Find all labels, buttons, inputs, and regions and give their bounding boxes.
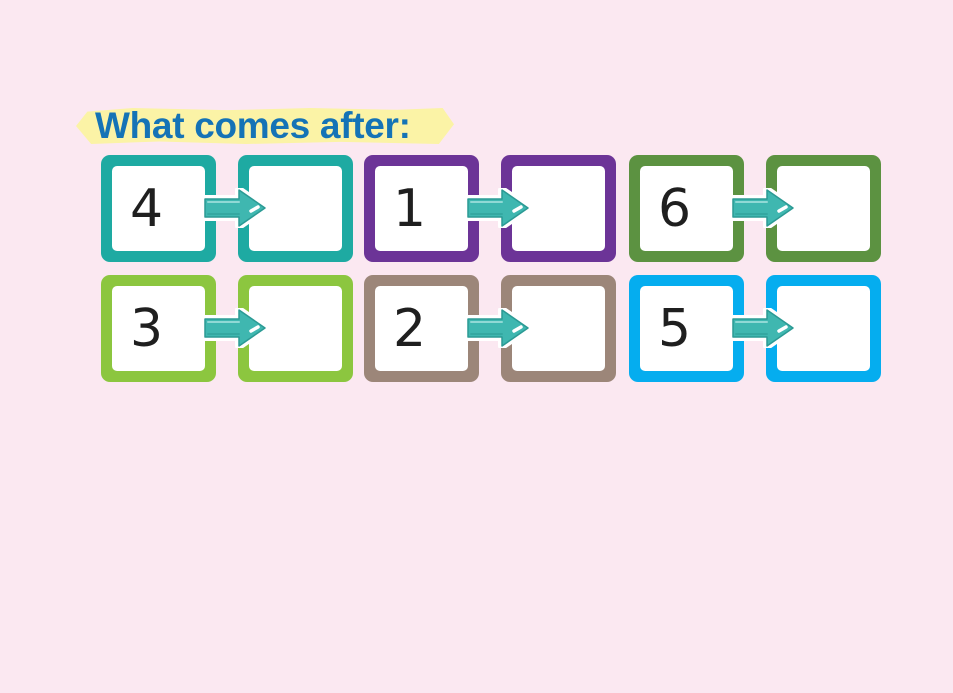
sequence-pair: 3 — [101, 275, 353, 382]
right-arrow-icon — [201, 188, 269, 228]
sequence-pair: 6 — [629, 155, 881, 262]
given-number: 6 — [658, 178, 692, 239]
card-face: 2 — [375, 286, 468, 371]
title-highlight — [76, 108, 454, 144]
right-arrow-icon — [464, 308, 532, 348]
given-number-card: 4 — [101, 155, 216, 262]
sequence-pair: 4 — [101, 155, 353, 262]
given-number: 5 — [658, 298, 692, 359]
sequence-pair: 5 — [629, 275, 881, 382]
given-number-card: 3 — [101, 275, 216, 382]
title-area: What comes after: — [76, 104, 456, 148]
given-number-card: 5 — [629, 275, 744, 382]
given-number-card: 1 — [364, 155, 479, 262]
given-number-card: 6 — [629, 155, 744, 262]
given-number: 2 — [393, 298, 427, 359]
right-arrow-icon — [729, 188, 797, 228]
card-face: 5 — [640, 286, 733, 371]
card-face: 4 — [112, 166, 205, 251]
page-title: What comes after: — [95, 105, 411, 146]
right-arrow-icon — [464, 188, 532, 228]
card-face: 3 — [112, 286, 205, 371]
card-face: 1 — [375, 166, 468, 251]
sequence-pair: 1 — [364, 155, 616, 262]
sequence-pair: 2 — [364, 275, 616, 382]
right-arrow-icon — [729, 308, 797, 348]
card-face: 6 — [640, 166, 733, 251]
right-arrow-icon — [201, 308, 269, 348]
given-number: 4 — [130, 178, 164, 239]
given-number: 3 — [130, 298, 164, 359]
answer-card[interactable] — [766, 155, 881, 262]
given-number: 1 — [393, 178, 427, 239]
given-number-card: 2 — [364, 275, 479, 382]
